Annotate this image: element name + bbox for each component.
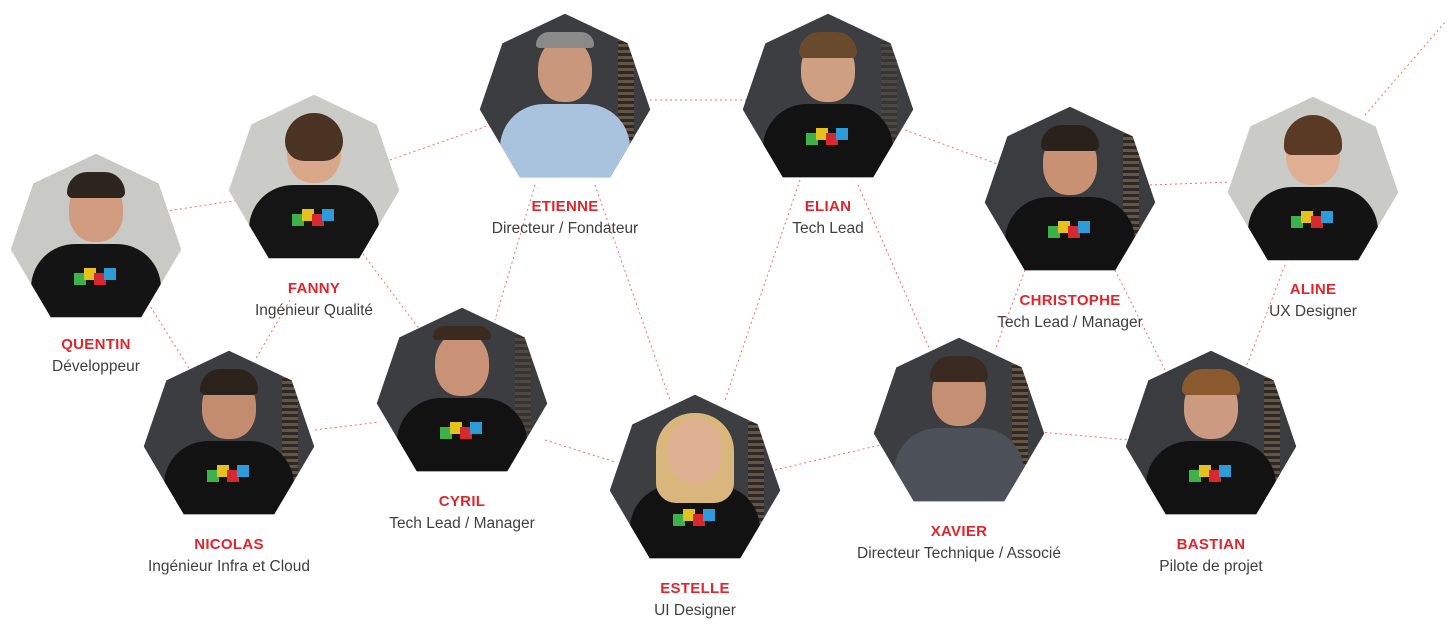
- link-quentin-fanny: [159, 199, 241, 213]
- member-role: Tech Lead: [792, 220, 864, 237]
- member-role: Ingénieur Infra et Cloud: [148, 558, 310, 575]
- shirt-logo-icon: [440, 422, 484, 440]
- member-name: ESTELLE: [660, 580, 730, 597]
- shirt-logo-icon: [74, 268, 118, 286]
- portrait-quentin: [10, 153, 182, 318]
- shirt-logo-icon: [292, 209, 336, 227]
- shirt-logo-icon: [806, 128, 850, 146]
- member-name: QUENTIN: [61, 336, 131, 353]
- shirt-logo-icon: [1048, 221, 1092, 239]
- shirt-logo-icon: [1291, 211, 1335, 229]
- portrait-etienne: [479, 13, 651, 178]
- link-fanny-nicolas: [254, 299, 291, 361]
- shirt-logo-icon: [673, 509, 717, 527]
- shirt-logo-icon: [1189, 465, 1233, 483]
- portrait-xavier: [873, 337, 1045, 502]
- link-elian-christophe: [904, 129, 1001, 166]
- portrait-aline: [1227, 96, 1399, 261]
- portrait-bastian: [1125, 350, 1297, 515]
- link-etienne-cyril: [494, 184, 536, 321]
- portrait-christophe: [984, 106, 1156, 271]
- link-aline-offscreen: [1364, 19, 1447, 116]
- member-role: UX Designer: [1269, 303, 1357, 320]
- link-estelle-xavier: [774, 444, 881, 471]
- link-nicolas-cyril: [314, 421, 381, 431]
- member-name: ETIENNE: [531, 198, 599, 215]
- member-name: BASTIAN: [1176, 536, 1246, 553]
- member-name: CHRISTOPHE: [1019, 292, 1121, 309]
- member-role: Directeur Technique / Associé: [857, 545, 1061, 562]
- member-role: Tech Lead / Manager: [997, 314, 1143, 331]
- member-role: Ingénieur Qualité: [254, 302, 374, 319]
- member-role: Pilote de projet: [1159, 558, 1263, 575]
- link-fanny-cyril: [359, 249, 421, 331]
- link-elian-estelle: [724, 179, 801, 401]
- member-name: ELIAN: [804, 198, 852, 215]
- member-role: UI Designer: [654, 602, 736, 619]
- link-xavier-bastian: [1039, 431, 1131, 441]
- portrait-elian: [742, 13, 914, 178]
- link-elian-xavier: [857, 184, 931, 351]
- link-christophe-aline: [1149, 181, 1231, 186]
- link-cyril-estelle: [544, 439, 616, 463]
- member-name: CYRIL: [438, 493, 486, 510]
- link-christophe-xavier: [994, 269, 1026, 351]
- portrait-fanny: [228, 94, 400, 259]
- shirt-logo-icon: [207, 465, 251, 483]
- link-aline-bastian: [1244, 264, 1286, 371]
- member-role: Tech Lead / Manager: [389, 515, 535, 532]
- link-fanny-etienne: [389, 124, 491, 161]
- member-name: FANNY: [287, 280, 341, 297]
- member-role: Directeur / Fondateur: [491, 220, 639, 237]
- member-role: Développeur: [52, 358, 140, 375]
- portrait-nicolas: [143, 350, 315, 515]
- link-christophe-bastian: [1114, 269, 1166, 371]
- portrait-cyril: [376, 307, 548, 472]
- member-name: NICOLAS: [194, 536, 264, 553]
- portrait-estelle: [609, 394, 781, 559]
- member-name: XAVIER: [930, 523, 988, 540]
- member-name: ALINE: [1289, 281, 1337, 298]
